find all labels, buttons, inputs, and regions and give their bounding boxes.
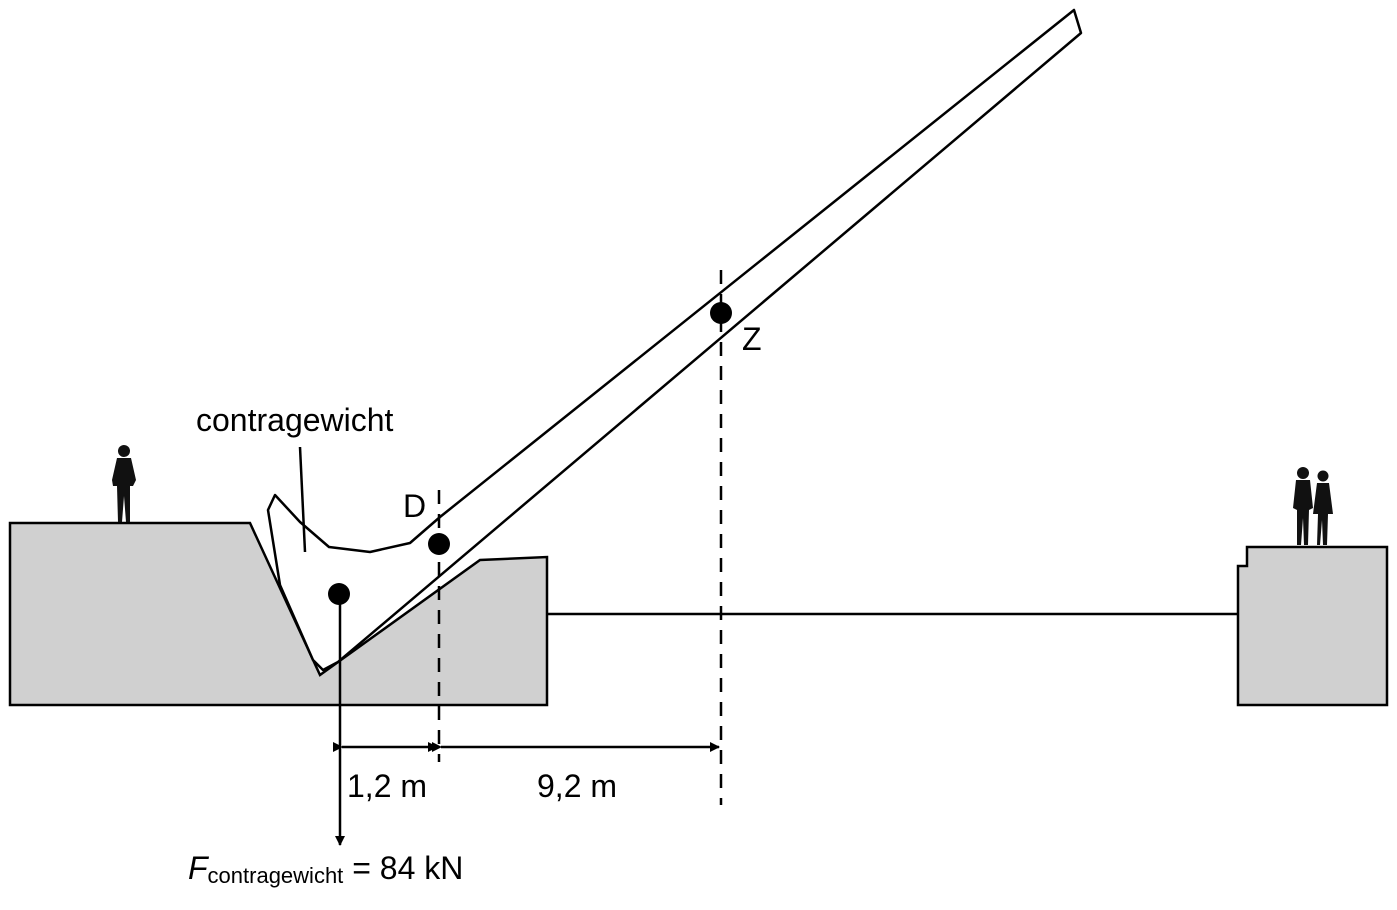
center-of-gravity-point bbox=[710, 302, 732, 324]
dimension-label-left: 1,2 m bbox=[347, 768, 427, 804]
counterweight-callout-line bbox=[298, 446, 307, 553]
force-label: Fcontragewicht = 84 kN bbox=[188, 850, 464, 887]
bridge-leaf bbox=[266, 8, 1083, 672]
couple-icon bbox=[1293, 467, 1333, 545]
pivot-label: D bbox=[403, 488, 426, 524]
force-symbol: F bbox=[188, 850, 208, 886]
force-subscript: contragewicht bbox=[207, 863, 344, 888]
left-abutment bbox=[8, 521, 549, 707]
person-icon bbox=[112, 445, 136, 522]
right-abutment bbox=[1236, 545, 1389, 707]
pivot-point bbox=[428, 533, 450, 555]
counterweight-center-point bbox=[328, 583, 350, 605]
center-of-gravity-label: Z bbox=[742, 321, 762, 357]
counterweight-label: contragewicht bbox=[196, 402, 394, 438]
force-value: = 84 kN bbox=[352, 850, 464, 886]
dimension-label-right: 9,2 m bbox=[537, 768, 617, 804]
